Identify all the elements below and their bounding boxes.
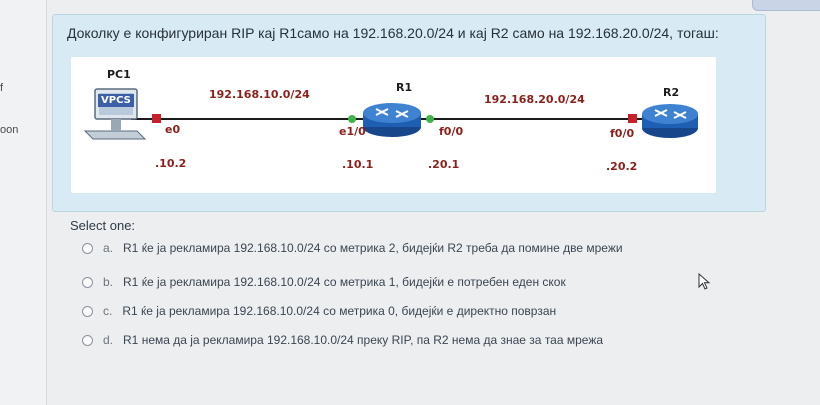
radio-button[interactable] [82,242,93,254]
address-pc1: .10.2 [155,157,187,170]
r2-label: R2 [663,86,680,99]
option-text[interactable]: R1 ќе ја рекламира 192.168.10.0/24 со ме… [123,275,566,289]
option-letter: a. [103,241,114,255]
option-text[interactable]: R1 ќе ја рекламира 192.168.10.0/24 со ме… [122,304,557,318]
network-label-left: 192.168.10.0/24 [209,88,310,101]
radio-button[interactable] [82,334,93,346]
vpcs-label: VPCS [98,94,134,107]
question-text: Доколку е конфигуриран RIP кај R1само на… [67,25,719,41]
answer-option-d[interactable]: d. R1 нема да ја рекламира 192.168.10.0/… [82,331,603,349]
address-r1-left: .10.1 [342,158,374,171]
port-r2-f0-0-indicator [628,114,637,123]
port-e0-indicator [152,114,161,123]
router-icon [642,104,698,138]
option-text[interactable]: R1 ќе ја рекламира 192.168.10.0/24 со ме… [123,241,623,255]
r1-label: R1 [396,81,413,94]
interface-label-r1-f0-0: f0/0 [439,125,464,138]
answer-option-a[interactable]: a. R1 ќе ја рекламира 192.168.10.0/24 со… [82,239,623,257]
interface-label-r2-f0-0: f0/0 [610,127,635,140]
option-text[interactable]: R1 нема да ја рекламира 192.168.10.0/24 … [123,333,604,347]
option-letter: b. [103,275,114,289]
interface-label-e0: e0 [165,123,181,136]
pc1-label: PC1 [107,68,131,81]
port-e1-0-indicator [348,115,356,123]
interface-label-e1-0: e1/0 [339,125,366,138]
top-right-button[interactable] [752,0,820,11]
network-diagram: VPCS PC1 R1 R2 192.168.10.0/24 192.168.2… [71,57,716,193]
address-r2: .20.2 [606,160,638,173]
radio-button[interactable] [82,305,93,317]
sidebar-text-fragment: f [0,82,4,94]
select-one-prompt: Select one: [70,218,136,233]
answer-option-b[interactable]: b. R1 ќе ја рекламира 192.168.10.0/24 со… [82,273,566,291]
left-sidebar: f oon [0,0,47,405]
router-icon [363,103,421,137]
option-letter: c. [103,304,113,318]
question-card: Доколку е конфигуриран RIP кај R1само на… [52,14,766,212]
mouse-cursor-icon [698,273,711,290]
port-r1-f0-0-indicator [426,115,434,123]
radio-button[interactable] [82,276,93,288]
option-letter: d. [103,333,114,347]
address-r1-right: .20.1 [428,158,460,171]
sidebar-text-fragment[interactable]: oon [0,124,19,136]
answer-option-c[interactable]: c. R1 ќе ја рекламира 192.168.10.0/24 со… [82,302,556,320]
network-label-right: 192.168.20.0/24 [484,93,585,106]
